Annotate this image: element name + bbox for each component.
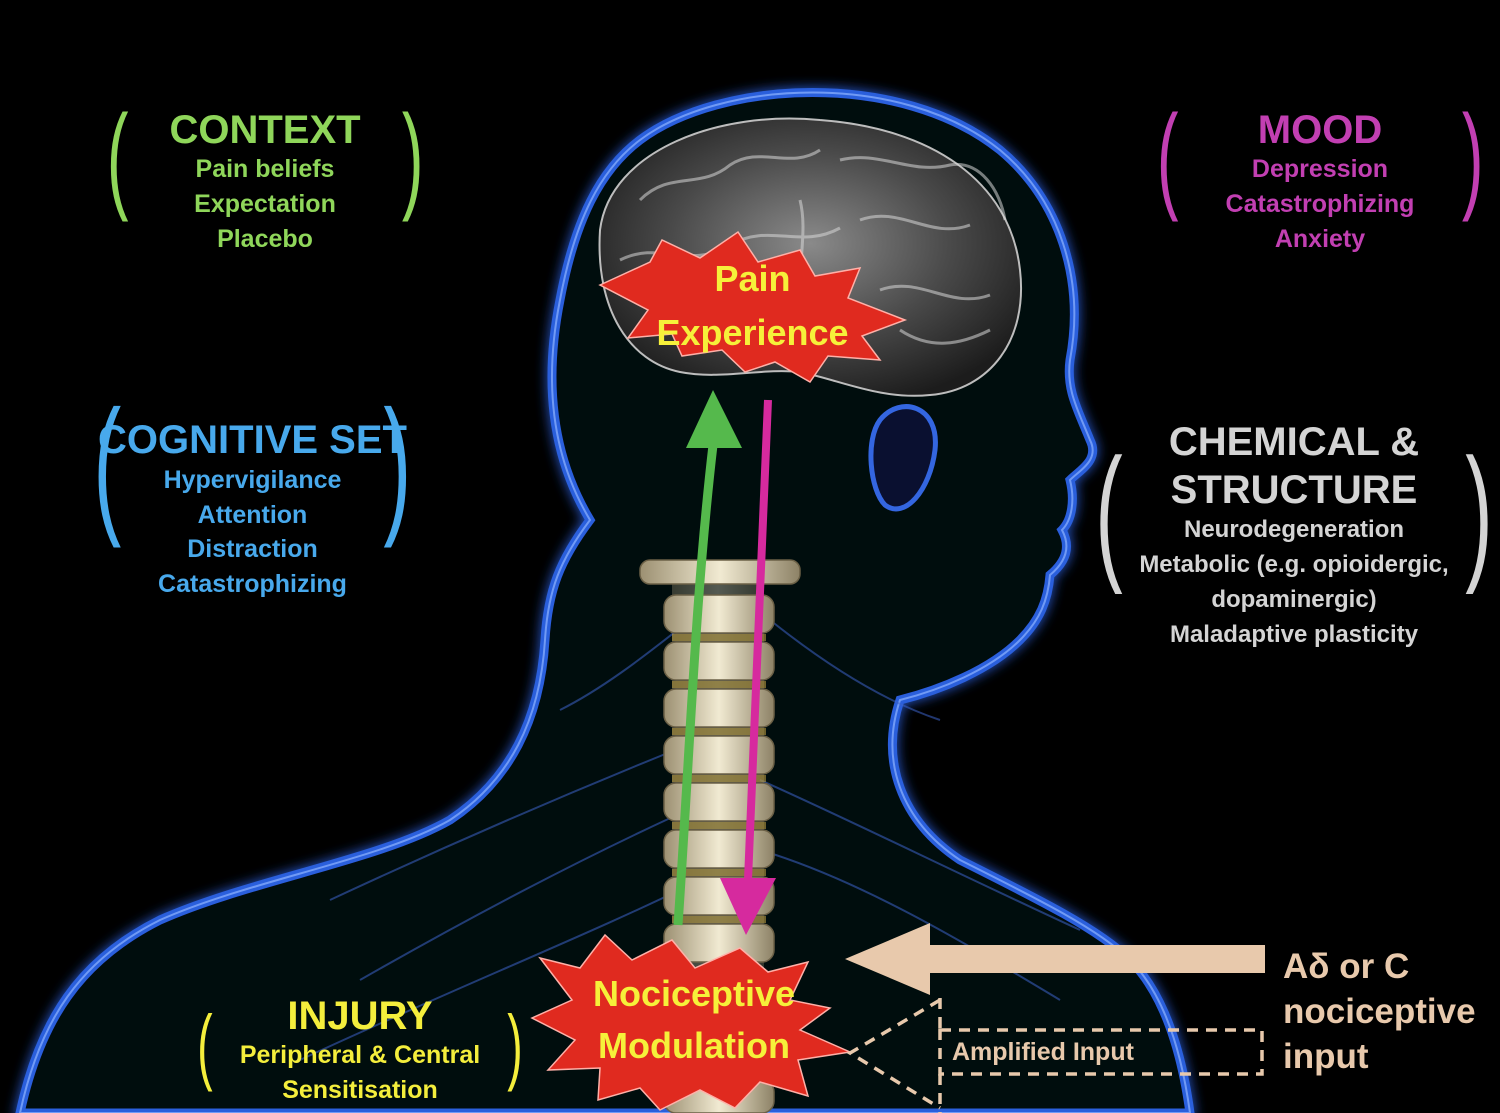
- mood-title: MOOD: [1257, 108, 1383, 152]
- cognitive-set-item: Attention: [197, 500, 308, 529]
- amplified-input-outline: [846, 998, 1264, 1113]
- cognitive-set-open-paren: (: [93, 379, 122, 549]
- injury-open-paren: (: [197, 998, 213, 1092]
- cognitive-set-item: Hypervigilance: [163, 466, 342, 494]
- chemical-structure-close-paren: ): [1465, 427, 1493, 595]
- nociceptive-input-line1: Aδ or C: [1283, 947, 1410, 986]
- injury-items: ( Peripheral & Central Sensitisation ): [197, 1003, 522, 1108]
- context-item: Pain beliefs: [195, 155, 335, 183]
- nociceptive-modulation-line1: Nociceptive: [592, 973, 796, 1014]
- descending-arrow: [720, 399, 776, 935]
- chemical-structure-item: Maladaptive plasticity: [1169, 621, 1419, 648]
- cognitive-set-title: COGNITIVE SET: [98, 418, 407, 462]
- injury-item: Peripheral & Central: [239, 1041, 481, 1069]
- nociceptive-modulation-label: Nociceptive Modulation: [538, 968, 850, 1072]
- context-title: CONTEXT: [169, 108, 361, 152]
- mood-close-paren: ): [1461, 91, 1484, 223]
- chemical-structure-title-line1: CHEMICAL &: [1168, 420, 1420, 464]
- nociceptive-modulation-line2: Modulation: [598, 1025, 790, 1066]
- mood-items: ( Depression Catastrophizing Anxiety ): [1157, 98, 1483, 257]
- injury-group: INJURY ( Peripheral & Central Sensitisat…: [197, 994, 522, 1108]
- mood-open-paren: (: [1156, 91, 1179, 223]
- chemical-structure-item: Metabolic (e.g. opioidergic,: [1139, 551, 1449, 578]
- chemical-structure-title-line2: STRUCTURE: [1170, 468, 1418, 512]
- mood-item: Anxiety: [1274, 225, 1366, 253]
- cognitive-set-close-paren: ): [383, 379, 412, 549]
- cognitive-set-item: Distraction: [187, 535, 318, 563]
- nociceptive-modulation-burst: [530, 933, 853, 1111]
- cognitive-set-group: COGNITIVE SET ( Hypervigilance Attention…: [80, 389, 425, 601]
- pain-experience-line2: Experience: [656, 312, 849, 353]
- pain-experience-burst: [598, 230, 908, 383]
- pain-experience-label: Pain Experience: [600, 252, 905, 360]
- ear: [868, 404, 938, 512]
- chemical-structure-item: Neurodegeneration: [1183, 516, 1405, 543]
- context-items: ( Pain beliefs Expectation Placebo ): [107, 98, 423, 257]
- ascending-arrow: [673, 390, 742, 926]
- context-close-paren: ): [401, 91, 424, 223]
- pain-experience-line1: Pain: [714, 258, 791, 299]
- context-group: CONTEXT ( Pain beliefs Expectation Place…: [107, 98, 423, 257]
- mood-group: MOOD ( Depression Catastrophizing Anxiet…: [1157, 98, 1483, 257]
- nociceptive-input-line3: input: [1283, 1037, 1369, 1076]
- chemical-structure-items: ( Neurodegeneration Metabolic (e.g. opio…: [1095, 436, 1493, 652]
- mood-item: Depression: [1251, 155, 1389, 183]
- context-item: Placebo: [217, 225, 313, 253]
- nociceptive-input-line2: nociceptive: [1283, 992, 1476, 1031]
- amplified-input-label: Amplified Input: [952, 1038, 1134, 1066]
- injury-item: Sensitisation: [282, 1076, 438, 1104]
- nociceptive-input-label: Aδ or C nociceptive input: [1283, 944, 1493, 1079]
- injury-close-paren: ): [507, 998, 523, 1092]
- chemical-structure-group: CHEMICAL & STRUCTURE ( Neurodegeneration…: [1095, 418, 1493, 652]
- cognitive-set-items: ( Hypervigilance Attention Distraction C…: [80, 389, 425, 601]
- cognitive-set-item: Catastrophizing: [158, 569, 347, 598]
- chemical-structure-open-paren: (: [1095, 427, 1123, 595]
- mood-item: Catastrophizing: [1225, 190, 1415, 218]
- nociceptive-input-arrow: [845, 923, 1265, 995]
- injury-title: INJURY: [287, 994, 433, 1038]
- context-item: Expectation: [194, 190, 336, 218]
- context-open-paren: (: [106, 91, 129, 223]
- chemical-structure-item: dopaminergic): [1211, 586, 1377, 613]
